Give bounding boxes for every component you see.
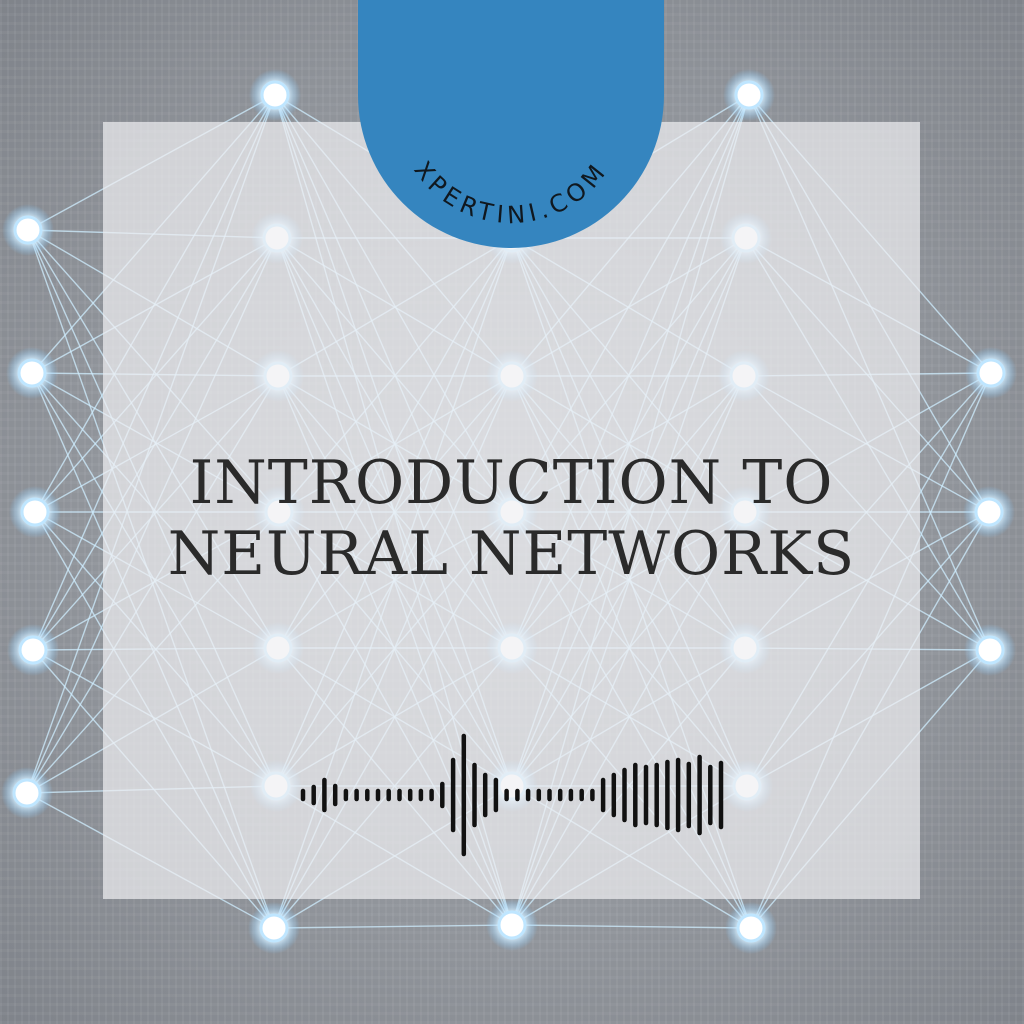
network-edge	[273, 924, 513, 929]
network-node	[497, 910, 527, 940]
network-node	[18, 635, 48, 665]
title-line-1: INTRODUCTION TO	[189, 448, 834, 519]
network-node	[736, 913, 766, 943]
network-edge	[511, 924, 752, 929]
title-line-2: NEURAL NETWORKS	[167, 518, 856, 589]
site-url-label: XPERTINI.COM	[408, 156, 608, 230]
network-node	[976, 358, 1006, 388]
network-node	[259, 913, 289, 943]
network-node	[734, 80, 764, 110]
network-node	[975, 635, 1005, 665]
page-title: INTRODUCTION TO NEURAL NETWORKS	[103, 448, 920, 590]
network-node	[12, 778, 42, 808]
network-node	[13, 215, 43, 245]
network-node	[17, 358, 47, 388]
text-panel	[103, 122, 920, 899]
network-node	[20, 497, 50, 527]
network-node	[260, 80, 290, 110]
site-badge: XPERTINI.COM	[358, 0, 664, 248]
network-node	[974, 497, 1004, 527]
